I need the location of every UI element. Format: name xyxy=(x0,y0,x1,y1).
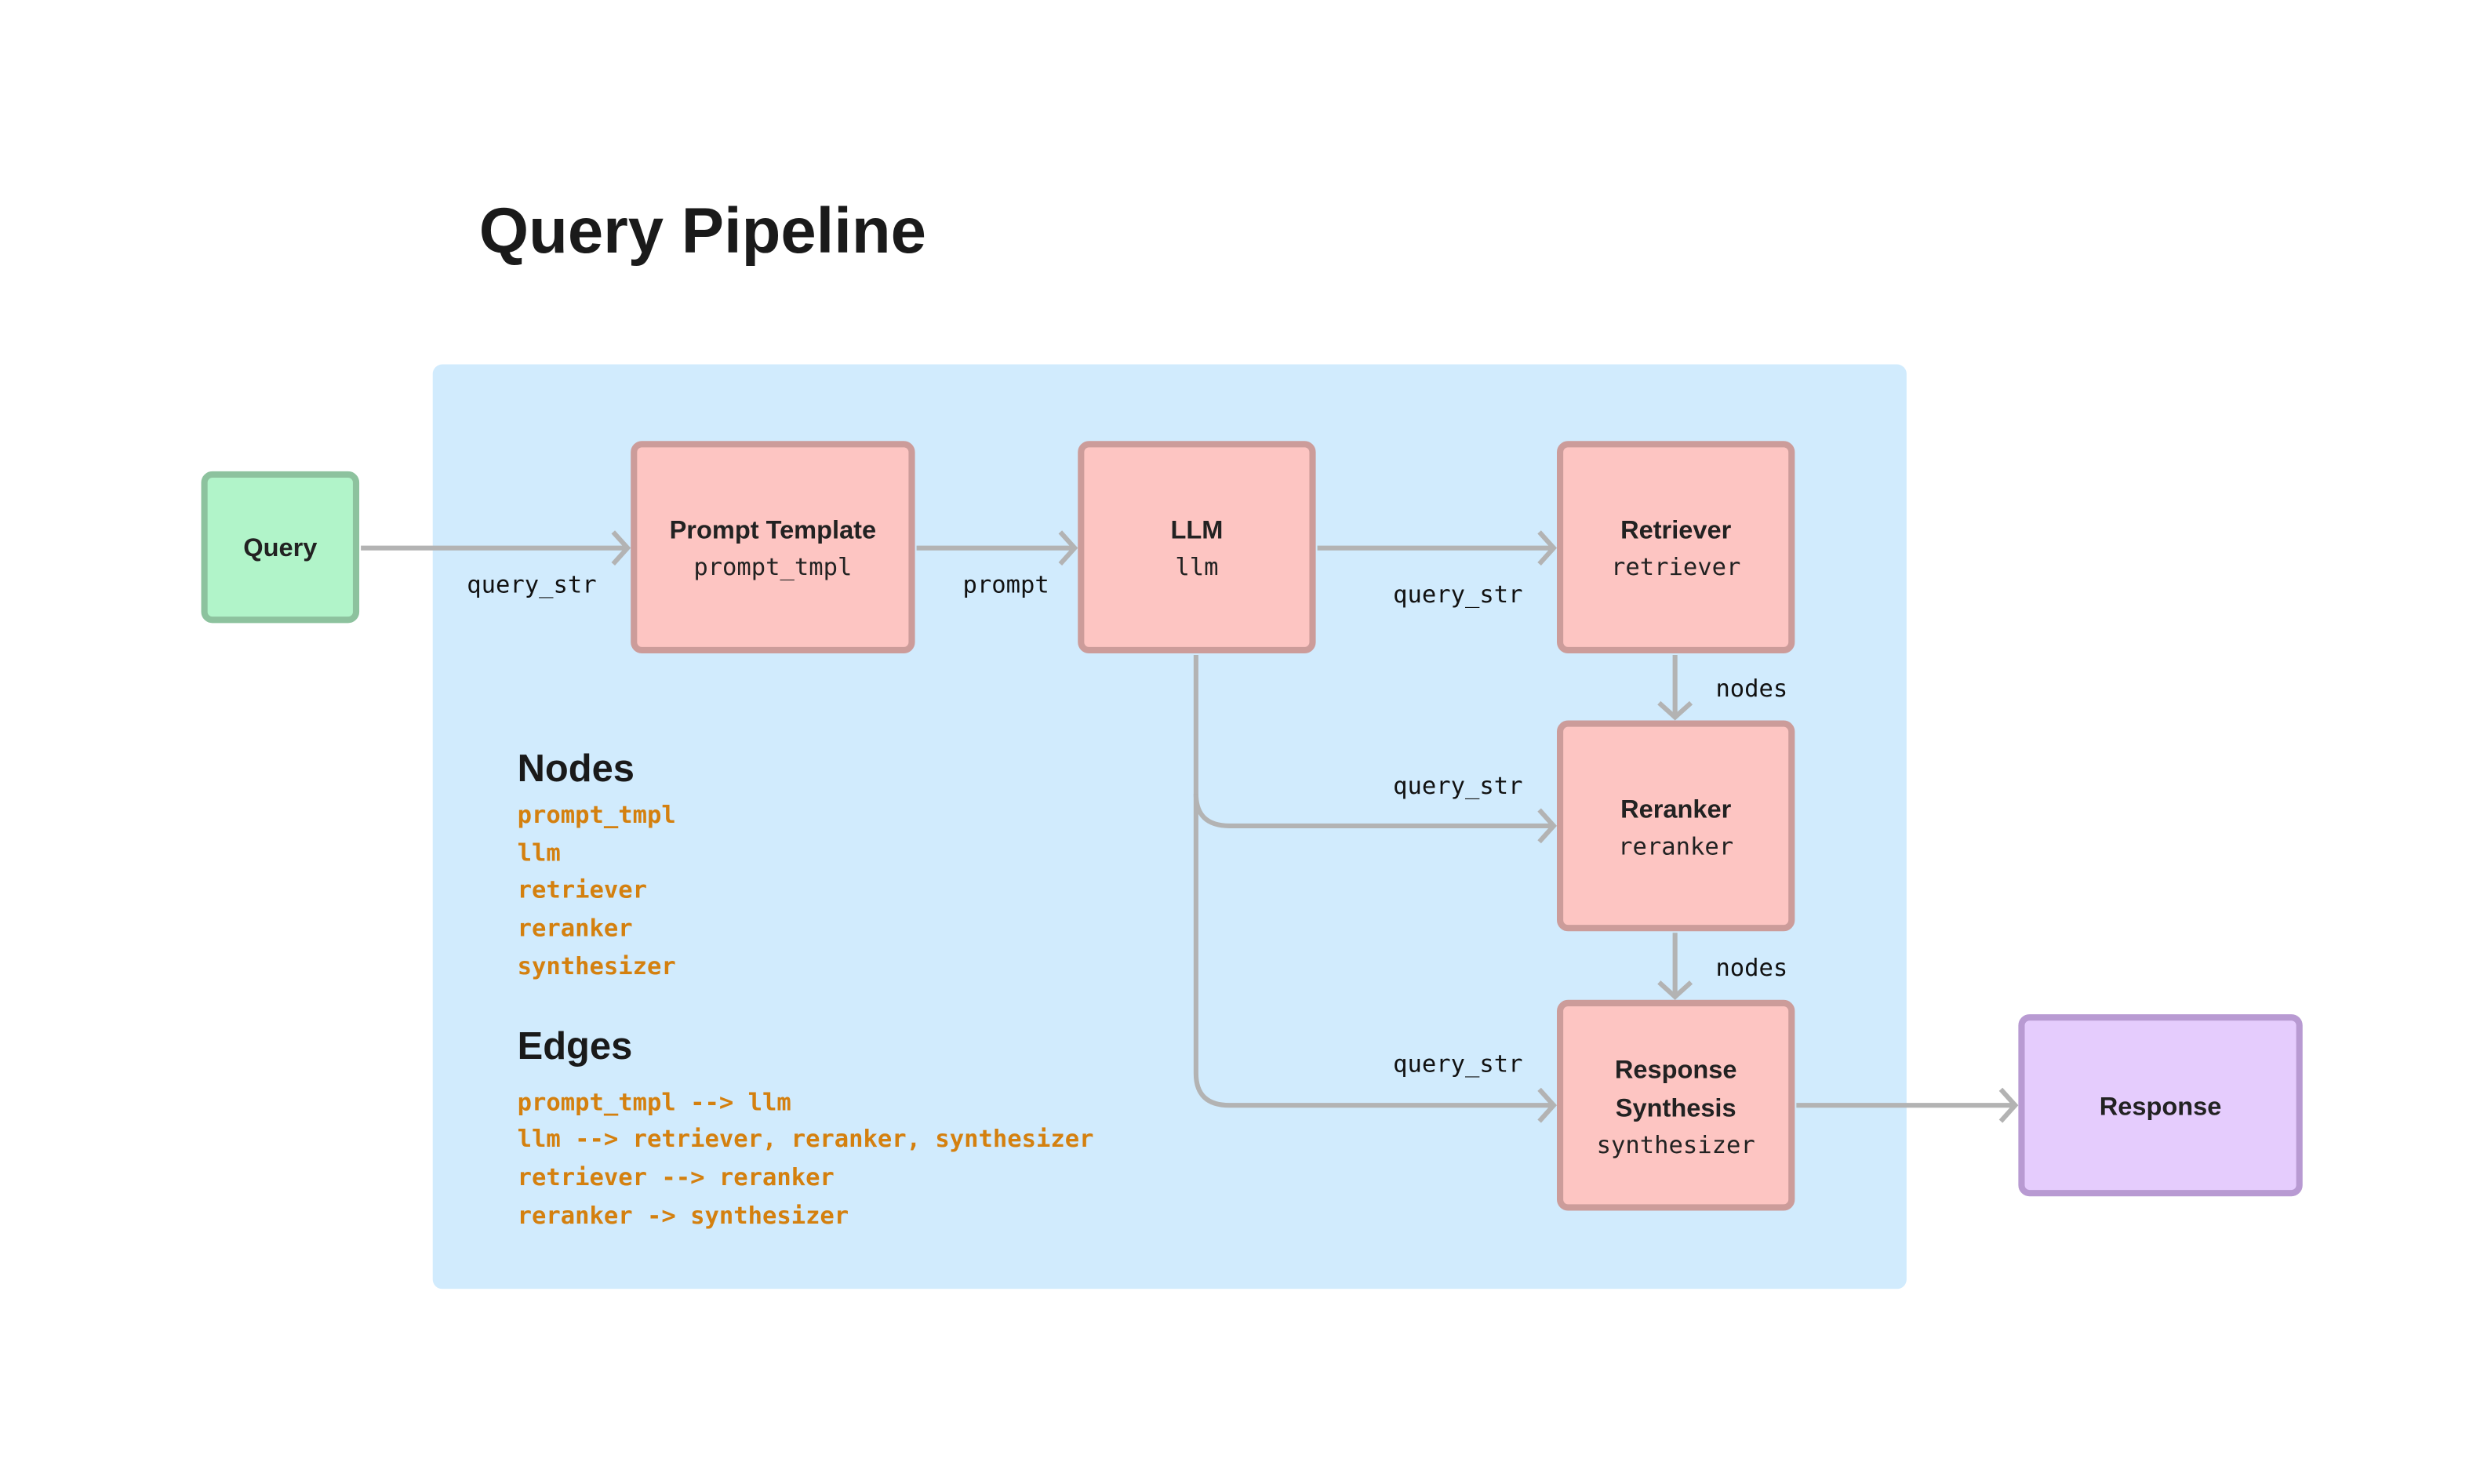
edge-llm-synth xyxy=(1193,794,1558,1123)
node-label: Response xyxy=(1615,1056,1737,1084)
edge-list-item: llm --> retriever, reranker, synthesizer xyxy=(518,1126,1094,1153)
node-response[interactable]: Response xyxy=(2018,1014,2303,1197)
edge-reranker-synth xyxy=(1657,933,1693,1000)
edge-list-item: retriever --> reranker xyxy=(518,1164,835,1191)
edge-label: prompt xyxy=(962,572,1049,599)
edge-label: nodes xyxy=(1715,675,1787,703)
edge-label: query_str xyxy=(1393,581,1522,609)
edge-list-item: prompt_tmpl --> llm xyxy=(518,1089,791,1116)
node-label: Prompt Template xyxy=(670,515,877,544)
edge-retriever-reranker xyxy=(1657,655,1693,721)
node-label: Reranker xyxy=(1620,795,1732,824)
edge-label: nodes xyxy=(1715,955,1787,982)
node-id: prompt_tmpl xyxy=(693,554,852,581)
node-retriever[interactable]: Retriever retriever xyxy=(1556,441,1795,654)
edges-heading: Edges xyxy=(518,1025,633,1068)
node-label: Synthesis xyxy=(1616,1093,1736,1122)
node-label: Query xyxy=(243,533,317,562)
node-query[interactable]: Query xyxy=(201,471,360,624)
node-label: Response xyxy=(2100,1092,2222,1120)
edge-list-item: reranker -> synthesizer xyxy=(518,1202,849,1230)
edge-label: query_str xyxy=(1393,773,1522,800)
page-title: Query Pipeline xyxy=(479,195,926,267)
node-id: reranker xyxy=(1618,834,1733,861)
node-list-item: prompt_tmpl xyxy=(518,802,676,829)
node-list-item: synthesizer xyxy=(518,953,676,980)
node-id: synthesizer xyxy=(1597,1132,1755,1159)
edge-query-prompt xyxy=(361,530,631,566)
node-list-item: reranker xyxy=(518,915,633,942)
edge-synth-response xyxy=(1796,1087,2019,1123)
node-label: LLM xyxy=(1170,515,1223,544)
edge-label: query_str xyxy=(467,572,596,599)
node-label: Retriever xyxy=(1620,515,1732,544)
node-prompt-template[interactable]: Prompt Template prompt_tmpl xyxy=(631,441,915,654)
nodes-heading: Nodes xyxy=(518,747,635,790)
edges xyxy=(361,530,2019,1123)
edge-label: query_str xyxy=(1393,1050,1522,1078)
edge-prompt-llm xyxy=(916,530,1078,566)
node-id: llm xyxy=(1175,554,1218,581)
edge-llm-retriever xyxy=(1317,530,1558,566)
node-reranker[interactable]: Reranker reranker xyxy=(1556,720,1795,932)
node-response-synthesis[interactable]: Response Synthesis synthesizer xyxy=(1556,999,1795,1211)
node-list-item: retriever xyxy=(518,877,647,904)
node-id: retriever xyxy=(1611,554,1740,581)
node-list-item: llm xyxy=(518,840,561,867)
node-llm[interactable]: LLM llm xyxy=(1078,441,1316,654)
